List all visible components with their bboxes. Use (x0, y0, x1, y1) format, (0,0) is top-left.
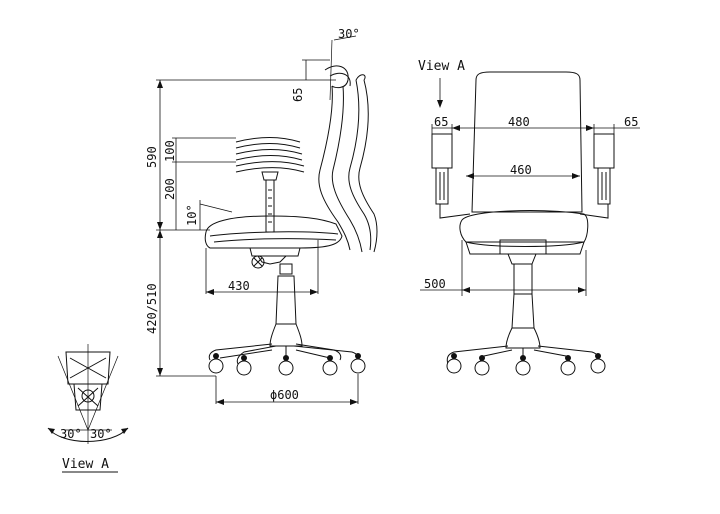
front-view-dimensions (420, 78, 640, 296)
back-above-seat-label: 200 (163, 178, 177, 200)
swivel-angle-left-label: 30° (60, 427, 82, 441)
front-view-labels: View A 65 480 65 460 500 (418, 59, 638, 291)
swivel-caption-label: View A (62, 457, 109, 472)
inner-back-width-label: 460 (510, 163, 532, 177)
seat-tilt-angle-label: 10° (185, 204, 199, 226)
seat-height-range-label: 420/510 (145, 283, 159, 334)
side-view-chair (204, 35, 378, 376)
back-height-total-label: 590 (145, 146, 159, 168)
side-view-dimensions (156, 59, 359, 405)
lumbar-height-label: 100 (163, 140, 177, 162)
view-a-label: View A (418, 59, 465, 74)
front-view-chair (431, 71, 615, 376)
side-view-labels: 30° 65 590 100 200 10° 430 420/510 ϕ600 (145, 27, 360, 402)
back-adjust-top-label: 65 (291, 88, 305, 102)
base-diameter-label: ϕ600 (270, 388, 299, 402)
swivel-diagram (47, 344, 129, 473)
armrest-right-width-label: 65 (624, 115, 638, 129)
swivel-labels: 30° 30° View A (60, 427, 112, 472)
back-tilt-angle-label: 30° (338, 27, 360, 41)
seat-width-label: 500 (424, 277, 446, 291)
back-width-label: 480 (508, 115, 530, 129)
swivel-angle-right-label: 30° (90, 427, 112, 441)
armrest-left-width-label: 65 (434, 115, 448, 129)
seat-depth-label: 430 (228, 279, 250, 293)
